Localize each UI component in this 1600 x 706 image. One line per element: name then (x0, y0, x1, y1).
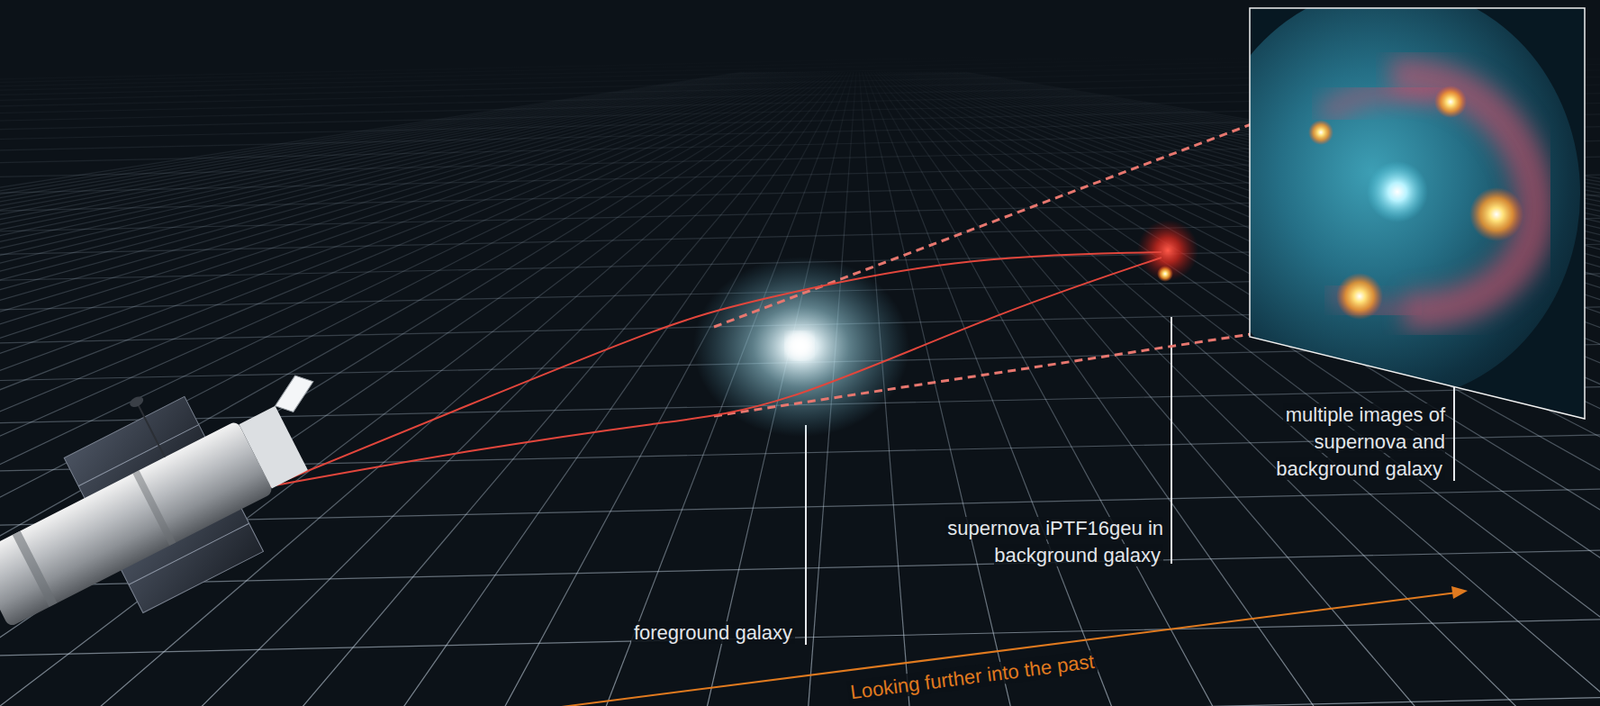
galaxy-label: foreground galaxy (560, 619, 796, 647)
grid-line (0, 72, 790, 706)
label-text: foreground galaxy (631, 621, 796, 644)
grid-line (0, 72, 765, 706)
grid-line (0, 72, 809, 706)
grid-line (0, 72, 762, 706)
grid-line (0, 72, 821, 706)
grid-line (0, 72, 796, 706)
grid-line (0, 72, 813, 706)
light-paths (270, 252, 1162, 487)
telescope (0, 322, 372, 670)
label-text: supernova iPTF16geu in background galaxy (944, 516, 1164, 567)
grid-line (0, 72, 818, 706)
grid-line (0, 72, 770, 706)
grid-line (0, 72, 778, 706)
grid-line (0, 72, 781, 706)
grid-line (873, 72, 1474, 706)
inset-image (1202, 0, 1585, 419)
grid-line (0, 72, 804, 706)
background-galaxy (1137, 219, 1199, 282)
label-text: Looking further into the past (846, 649, 1099, 704)
supernova-label: supernova iPTF16geu in background galaxy (920, 515, 1164, 570)
label-text: multiple images of supernova and backgro… (1275, 403, 1446, 480)
light-path (270, 252, 1162, 487)
grid-line (0, 72, 798, 706)
foreground-galaxy (693, 256, 910, 437)
grid-line (0, 619, 1600, 656)
grid-line (0, 72, 801, 706)
grid-line (0, 72, 776, 706)
inset-label: multiple images of supernova and backgro… (1251, 401, 1446, 483)
grid-line (0, 72, 742, 706)
grid-line (0, 72, 826, 706)
grid-line (0, 72, 823, 706)
grid-line (0, 697, 1600, 706)
grid-line (0, 72, 787, 706)
grid-line (864, 72, 1139, 706)
grid-line (0, 72, 806, 706)
grid-line (0, 72, 745, 706)
light-path (270, 257, 1162, 487)
grid-line (0, 72, 785, 706)
time-arrow (540, 586, 1468, 706)
time-axis-label: Looking further into the past (783, 639, 1162, 706)
grid-line (0, 72, 760, 706)
